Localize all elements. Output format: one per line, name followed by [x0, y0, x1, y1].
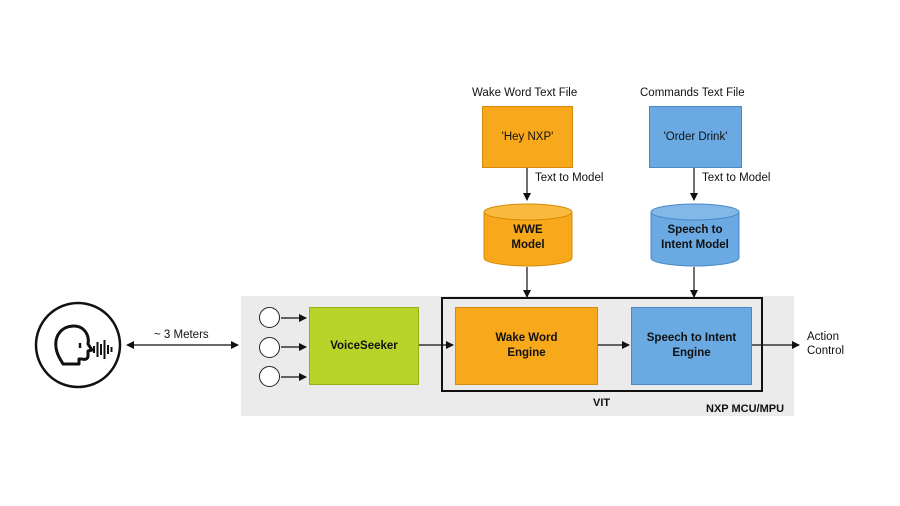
- text-to-model-left-label: Text to Model: [535, 172, 604, 184]
- vit-label: VIT: [593, 397, 611, 409]
- wake-word-file-title: Wake Word Text File: [472, 87, 578, 99]
- microphone-icon: [259, 307, 280, 328]
- microphone-icon: [259, 366, 280, 387]
- wwe-model-label: WWE Model: [511, 224, 545, 251]
- microphone-icon: [259, 337, 280, 358]
- intent-model-label: Speech to Intent Model: [661, 224, 729, 251]
- text-to-model-right-label: Text to Model: [702, 172, 771, 184]
- voiceseeker-label: VoiceSeeker: [330, 339, 398, 352]
- commands-file-block: 'Order Drink': [649, 106, 742, 168]
- vit-frame: [441, 297, 763, 392]
- action-control-label: Action Control: [807, 331, 845, 357]
- speech-intent-engine-block: Speech to Intent Engine: [631, 307, 752, 385]
- intent-model-cylinder: Speech to Intent Model: [650, 203, 740, 267]
- voiceseeker-block: VoiceSeeker: [309, 307, 419, 385]
- distance-label: ~ 3 Meters: [154, 329, 209, 341]
- wake-word-engine-label: Wake Word Engine: [495, 332, 558, 359]
- wake-word-engine-block: Wake Word Engine: [455, 307, 598, 385]
- commands-file-title: Commands Text File: [640, 87, 745, 99]
- person-speaking-icon: [33, 300, 123, 390]
- platform-label: NXP MCU/MPU: [706, 403, 785, 415]
- speech-intent-engine-label: Speech to Intent Engine: [646, 332, 737, 359]
- wake-word-file-block: 'Hey NXP': [482, 106, 573, 168]
- wake-word-file-content: 'Hey NXP': [501, 130, 554, 143]
- wwe-model-cylinder: WWE Model: [483, 203, 573, 267]
- commands-file-content: 'Order Drink': [663, 130, 728, 143]
